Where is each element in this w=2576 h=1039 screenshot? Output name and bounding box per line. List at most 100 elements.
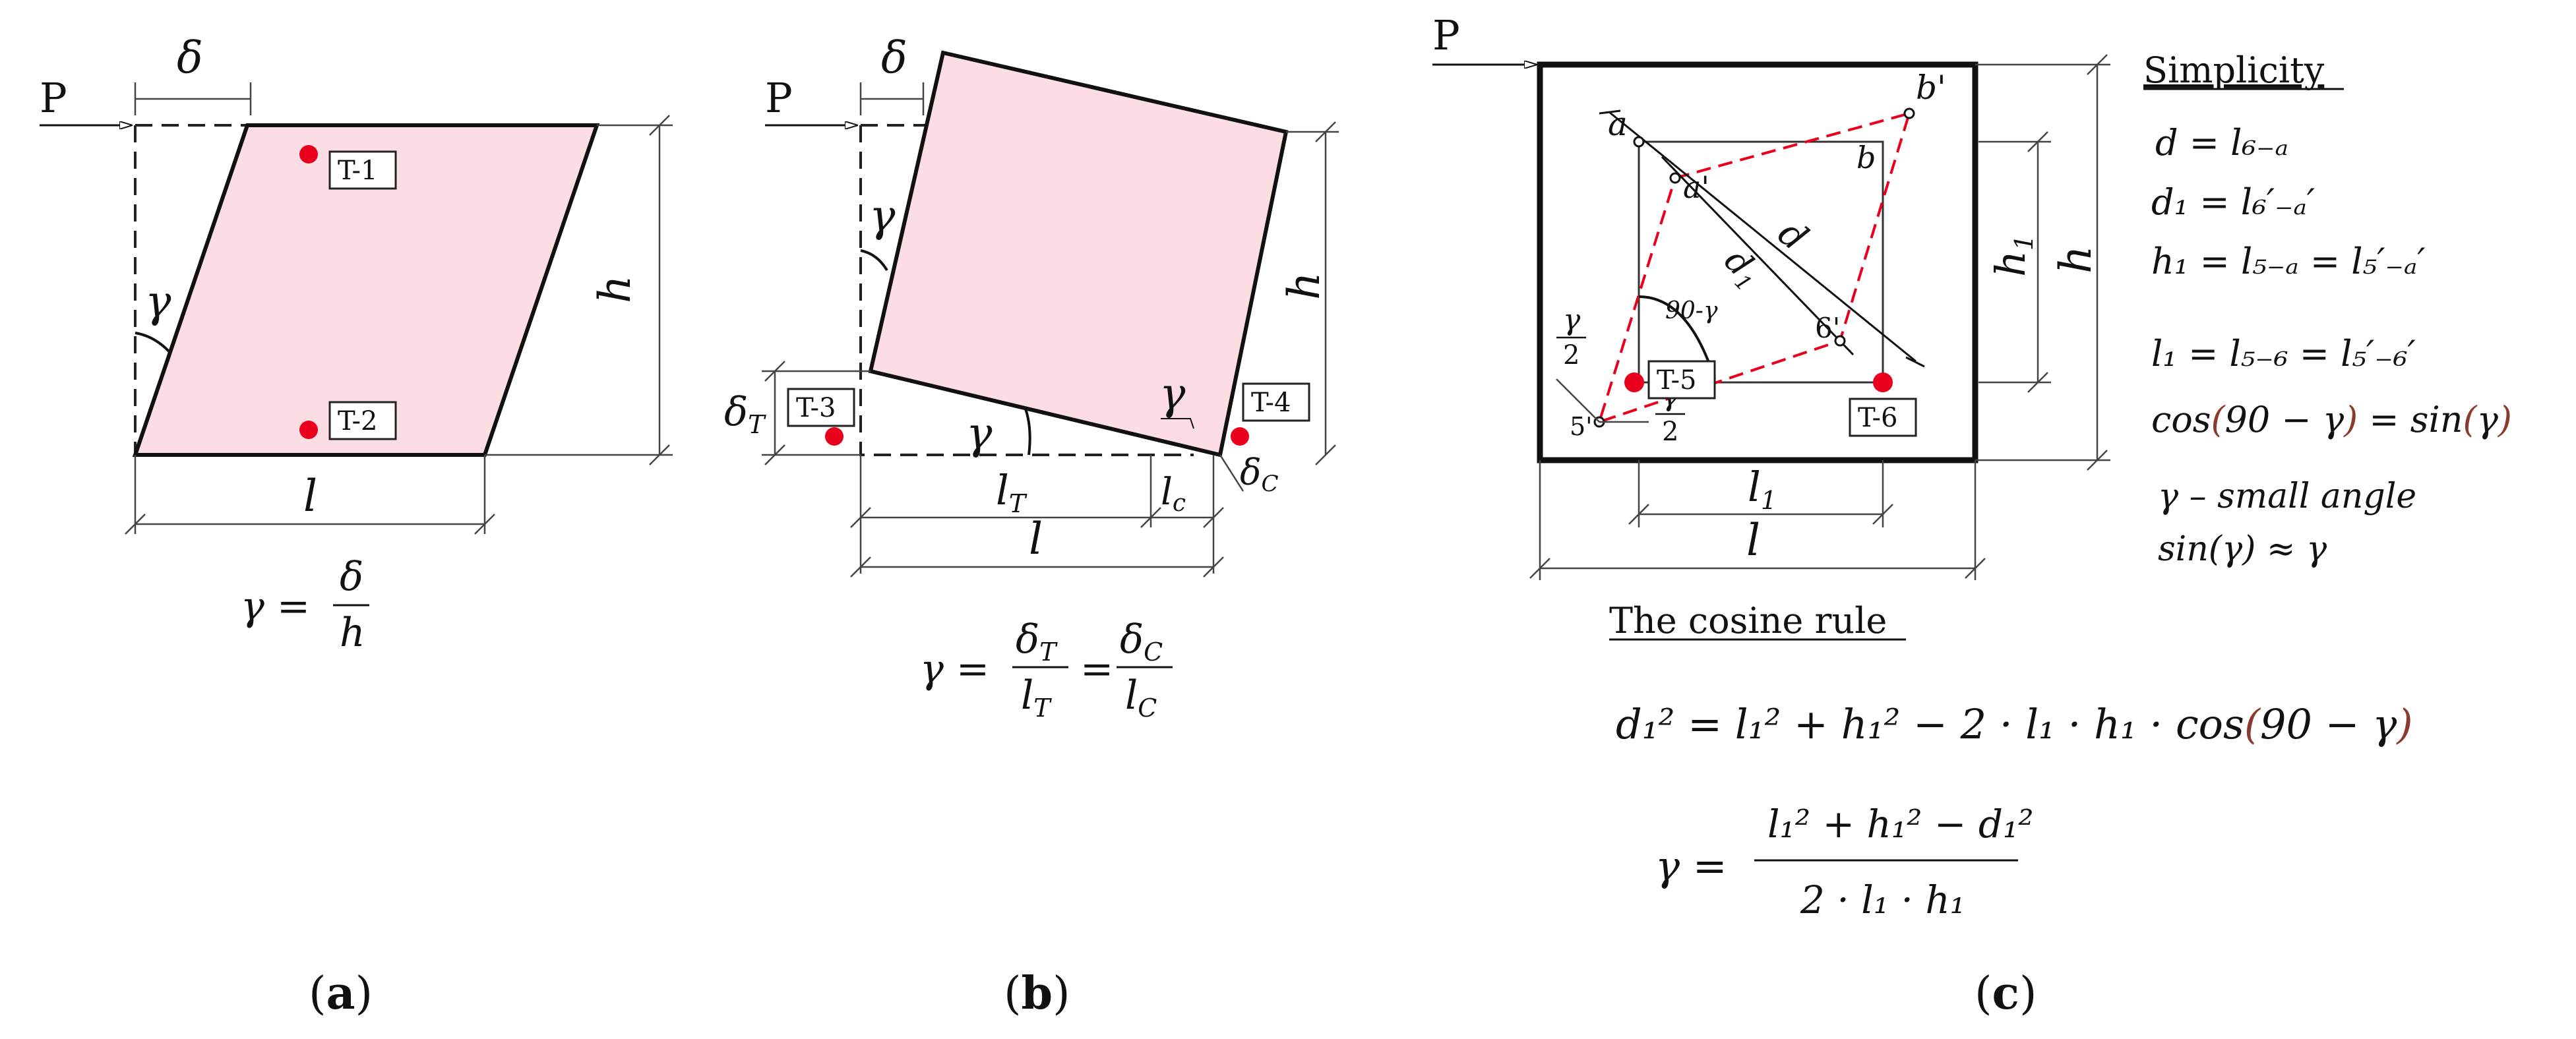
h1-label: h1 xyxy=(1986,235,2039,277)
gamma-label-b-top: γ xyxy=(869,191,896,241)
sensor-t1-dot xyxy=(299,145,318,163)
gamma-half-1-num: γ xyxy=(1563,303,1581,337)
lc-tick-right xyxy=(1203,507,1224,528)
deltaT-tick-top xyxy=(764,361,785,382)
formula-f1-num: δT xyxy=(1016,616,1058,667)
diagonal-d1 xyxy=(1661,156,1855,356)
label-6-prime: 6' xyxy=(1815,312,1840,344)
l-label-c: l xyxy=(1746,515,1760,566)
point-a xyxy=(1633,136,1645,148)
h-tick-bottom-b xyxy=(1315,444,1336,465)
simplicity-eq5: cos(90 − γ) = sin(γ) xyxy=(2151,399,2512,440)
label-a: a xyxy=(1608,105,1628,143)
caption-b: (b) xyxy=(1004,967,1070,1020)
l1-label: l1 xyxy=(1748,463,1777,515)
deltaC-leader xyxy=(1219,454,1244,492)
l-tick-left-b xyxy=(850,556,871,578)
h-tick-top-c xyxy=(2087,54,2108,75)
h1-tick-bottom xyxy=(2027,372,2048,393)
h-label-b: h xyxy=(1279,272,1330,300)
label-b: b xyxy=(1856,140,1876,175)
formula-lhs-b: γ = xyxy=(920,646,989,692)
label-5-prime: 5' xyxy=(1570,412,1593,441)
simplicity-eq2: d₁ = l₆′₋ₐ′ xyxy=(2151,181,2315,223)
simplicity-eq3: h₁ = l₅₋ₐ = l₅′₋ₐ′ xyxy=(2151,241,2426,282)
sensor-t3-label: T-3 xyxy=(796,393,836,423)
deltaT-tick-bottom xyxy=(764,444,785,465)
simplicity-title: Simplicity xyxy=(2143,49,2325,91)
sensor-t3-box xyxy=(787,388,855,427)
angle-label-c: 90-γ xyxy=(1665,297,1718,324)
h-tick-top-a xyxy=(649,115,670,136)
delta-label-a: δ xyxy=(177,32,203,83)
gamma-formula-num: l₁² + h₁² − d₁² xyxy=(1767,802,2033,846)
simplicity-eq1: d = l₆₋ₐ xyxy=(2155,122,2288,163)
label-b-prime: b' xyxy=(1916,69,1946,107)
d-tick-1 xyxy=(1599,109,1621,115)
lc-label: lc xyxy=(1161,471,1186,517)
sensor-t4-label: T-4 xyxy=(1251,388,1291,418)
simplicity-note1: γ – small angle xyxy=(2158,477,2416,516)
l-tick-right-b xyxy=(1203,556,1224,578)
l1-tick-right xyxy=(1872,504,1893,525)
l-tick-right-c xyxy=(1965,558,1986,579)
panel-c: P a a' b b' 6' 5' d d1 90-γ γ 2 xyxy=(1432,11,2512,1020)
gamma-label-a: γ xyxy=(145,276,171,327)
gamma-formula-lhs: γ = xyxy=(1655,842,1727,890)
sensor-t5-dot xyxy=(1624,372,1644,392)
outer-frame-c xyxy=(1537,61,1978,463)
sensor-t6-box xyxy=(1849,398,1917,437)
h1-tick-top xyxy=(2027,131,2048,152)
point-b-prime xyxy=(1903,107,1915,119)
l-tick-left-a xyxy=(125,514,146,535)
load-label-a: P xyxy=(40,74,67,122)
h-tick-bottom-a xyxy=(649,444,670,465)
load-label-b: P xyxy=(765,74,793,122)
formula-f1-den: lT xyxy=(1021,672,1052,723)
cosine-title: The cosine rule xyxy=(1609,600,1887,641)
sensor-t3-dot xyxy=(825,427,843,446)
sensor-t2-label: T-2 xyxy=(338,406,378,436)
simplicity-eq4: l₁ = l₅₋₆ = l₅′₋₆′ xyxy=(2151,333,2416,374)
label-a-prime: a' xyxy=(1683,169,1709,205)
sensor-t5-label: T-5 xyxy=(1657,365,1697,396)
l-tick-right-a xyxy=(474,514,495,535)
point-6-prime xyxy=(1834,335,1846,347)
simplicity-note2: sin(γ) ≈ γ xyxy=(2158,529,2327,569)
formula-eq-b: = xyxy=(1080,646,1113,692)
gamma-arc-b-top xyxy=(860,249,888,272)
deltaT-label: δT xyxy=(724,389,766,439)
point-a-prime xyxy=(1669,172,1681,184)
l-label-a: l xyxy=(303,471,317,521)
lT-tick-left xyxy=(850,507,871,528)
load-label-c: P xyxy=(1432,11,1460,59)
l1-tick-left xyxy=(1628,504,1649,525)
label-d1: d1 xyxy=(1714,241,1769,297)
sensor-t2-box xyxy=(328,401,397,440)
formula-num-a: δ xyxy=(340,554,363,600)
h-tick-top-b xyxy=(1315,121,1336,142)
sensor-t1-box xyxy=(328,150,397,190)
d-tick-2 xyxy=(1905,356,1925,368)
deltaC-label: δC xyxy=(1240,452,1279,497)
gamma-label-b-corner: γ xyxy=(1159,369,1186,419)
h-label-a: h xyxy=(590,275,640,303)
gamma-formula-den: 2 · l₁ · h₁ xyxy=(1800,877,1965,922)
sensor-t4-dot xyxy=(1231,427,1249,446)
caption-a: (a) xyxy=(309,967,373,1020)
panel-b: P δ γ γ γ h δT T-3 xyxy=(724,32,1339,1020)
delta-label-b: δ xyxy=(881,32,907,83)
caption-c: (c) xyxy=(1975,967,2037,1020)
gamma-arc-a xyxy=(135,332,171,354)
diagonal-d xyxy=(1609,111,1917,363)
lT-tick-right xyxy=(1140,507,1161,528)
label-d: d xyxy=(1770,212,1816,260)
formula-f2-num: δC xyxy=(1120,616,1163,667)
lT-label: lT xyxy=(996,466,1027,518)
sensor-t6-dot xyxy=(1873,372,1893,392)
inner-square-c xyxy=(1638,140,1884,384)
panel-a: P δ γ h l T-1 T-2 γ xyxy=(40,32,673,1020)
sensor-t4-box xyxy=(1242,382,1310,422)
sensor-t2-dot xyxy=(299,421,318,439)
